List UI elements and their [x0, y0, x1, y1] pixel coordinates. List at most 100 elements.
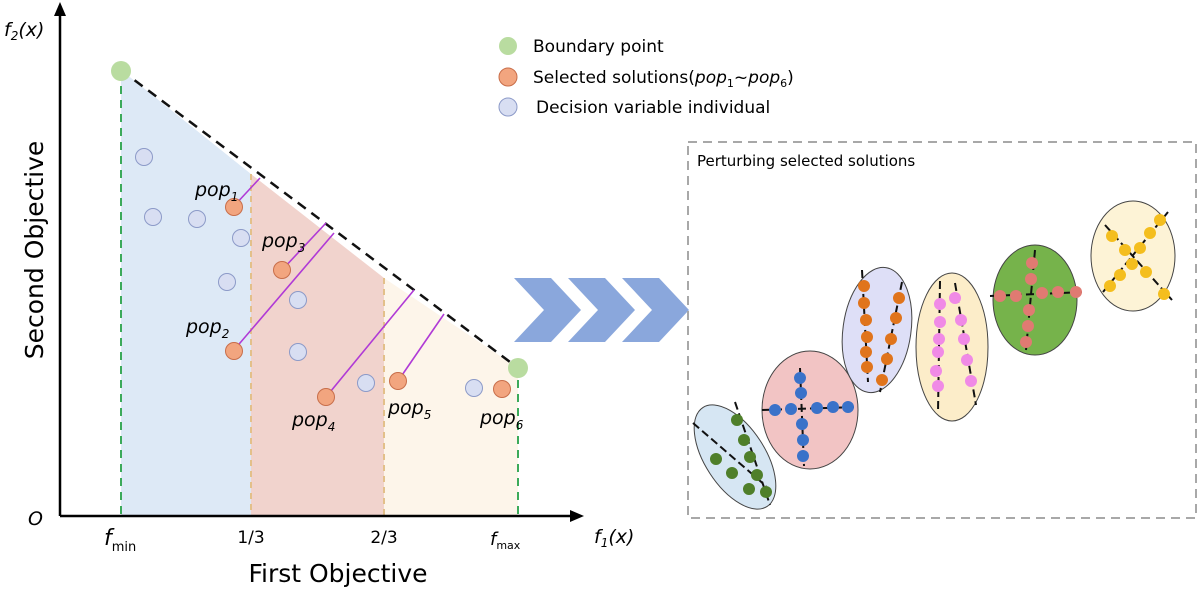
selected-point-pop1: [225, 198, 243, 216]
perturb-point: [885, 333, 897, 345]
selected-point-pop3: [273, 261, 291, 279]
x-axis-title: First Objective: [248, 559, 427, 588]
label-pop4: pop4: [291, 409, 335, 434]
label-pop3: pop3: [261, 230, 305, 255]
perturb-point: [726, 467, 738, 479]
decision-point: [357, 374, 375, 392]
perturb-point: [1020, 336, 1032, 348]
perturb-point: [858, 280, 870, 292]
perturb-point: [1114, 269, 1126, 281]
perturb-point: [1119, 244, 1131, 256]
decision-individuals: [135, 148, 483, 397]
perturb-point: [1025, 273, 1037, 285]
perturb-point: [795, 387, 807, 399]
perturb-point: [876, 374, 888, 386]
legend-boundary-icon: [499, 37, 517, 55]
perturb-point: [1026, 257, 1038, 269]
perturb-point: [934, 298, 946, 310]
perturb-point: [932, 346, 944, 358]
perturb-point: [1023, 304, 1035, 316]
selected-point-pop4: [317, 388, 335, 406]
label-pop5: pop5: [387, 397, 431, 422]
origin-label: O: [28, 508, 43, 530]
perturb-point: [1140, 266, 1152, 278]
perturb-point: [1022, 320, 1034, 332]
chevron-2: [568, 278, 635, 342]
perturb-point: [860, 346, 872, 358]
perturb-point: [751, 469, 763, 481]
boundary-point-right: [508, 358, 528, 378]
boundary-line: [120, 69, 519, 369]
perturb-point: [1134, 242, 1146, 254]
perturb-ellipse-1: [693, 404, 777, 510]
perturb-point: [842, 401, 854, 413]
perturb-point: [1036, 287, 1048, 299]
decision-point: [289, 291, 307, 309]
tick-one-third: 1/3: [237, 528, 264, 548]
perturb-point: [934, 316, 946, 328]
perturb-point: [1052, 286, 1064, 298]
connector-pop2: [233, 232, 335, 351]
perturb-point: [858, 297, 870, 309]
selected-point-pop5: [389, 372, 407, 390]
perturb-point: [743, 483, 755, 495]
perturb-point: [811, 402, 823, 414]
perturb-point: [930, 365, 942, 377]
legend-selected-label: Selected solutions(pop1~pop6): [533, 68, 794, 90]
selected-point-pop6: [493, 380, 511, 398]
perturb-point: [769, 404, 781, 416]
tick-fmin: fmin: [104, 526, 136, 555]
perturb-group-6: [1090, 200, 1176, 312]
perturb-point: [738, 434, 750, 446]
perturb-point: [1106, 230, 1118, 242]
perturb-point: [881, 353, 893, 365]
perturb-point: [933, 333, 945, 345]
boundary-point-left: [111, 61, 131, 81]
perturb-panel: [687, 141, 1197, 519]
selected-solutions: [225, 198, 511, 406]
decision-point: [232, 229, 250, 247]
perturb-point: [860, 314, 872, 326]
perturb-axis: [1102, 211, 1169, 293]
perturb-point: [794, 372, 806, 384]
chevron-1: [514, 278, 581, 342]
region-first-third: [121, 70, 251, 516]
perturb-point: [1154, 214, 1166, 226]
perturb-group-3: [841, 266, 913, 394]
perturb-point: [861, 361, 873, 373]
perturb-point: [893, 292, 905, 304]
perturb-point: [965, 375, 977, 387]
perturb-point: [958, 333, 970, 345]
connector-pop4: [325, 289, 415, 398]
legend-boundary-label: Boundary point: [533, 37, 664, 57]
tick-two-third: 2/3: [370, 528, 397, 548]
perturb-axis: [799, 367, 805, 467]
perturb-point: [932, 380, 944, 392]
y-axis-arrowhead: [54, 2, 66, 16]
legend: Boundary point Selected solutions(pop1~p…: [498, 37, 794, 118]
perturb-group-4: [915, 272, 989, 422]
perturb-point: [861, 331, 873, 343]
legend-decision-icon: [498, 97, 518, 117]
decision-point: [465, 379, 483, 397]
tick-fmax: fmax: [490, 529, 521, 552]
pop-connectors: [233, 177, 445, 398]
perturb-title: Perturbing selected solutions: [697, 152, 915, 170]
perturb-group-1: [692, 401, 777, 510]
connector-pop3: [281, 222, 327, 271]
y-func-label: f2(x): [4, 19, 44, 43]
x-axis-arrowhead: [570, 510, 584, 522]
connector-pop5: [397, 313, 445, 382]
decision-point: [135, 148, 153, 166]
chevron-3: [622, 278, 689, 342]
perturb-point: [797, 450, 809, 462]
perturb-point: [760, 486, 772, 498]
perturb-point: [949, 292, 961, 304]
perturb-point: [1070, 286, 1082, 298]
perturb-ellipse-5: [992, 244, 1078, 356]
perturb-point: [961, 354, 973, 366]
transition-arrow: [514, 278, 689, 342]
perturb-point: [796, 418, 808, 430]
perturb-axis: [692, 422, 767, 487]
